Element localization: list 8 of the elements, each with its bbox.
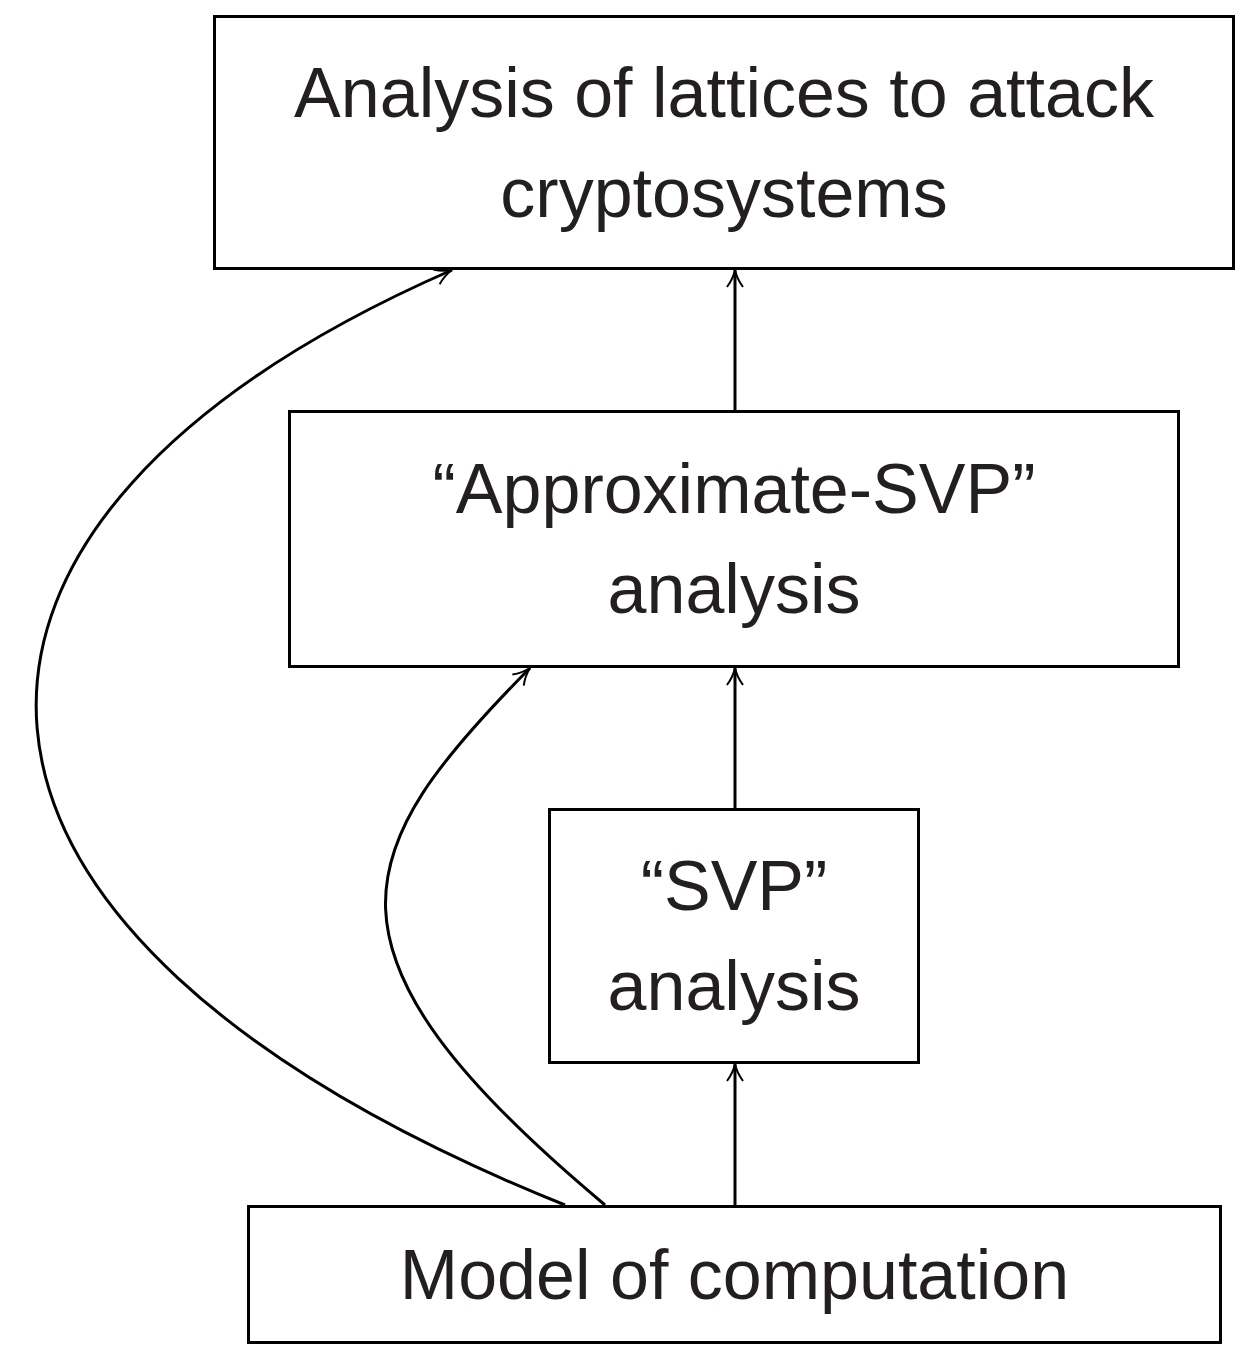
process-box xyxy=(247,1205,1222,1344)
box-label: “Approximate-SVP” analysis xyxy=(431,449,1037,630)
box-label: Model of computation xyxy=(398,1234,1071,1316)
process-box xyxy=(548,808,920,1064)
box-label: Analysis of lattices to attack cryptosystems xyxy=(293,52,1155,234)
process-box xyxy=(288,410,1180,668)
box-label: “SVP” analysis xyxy=(606,846,862,1027)
process-box xyxy=(213,15,1235,270)
